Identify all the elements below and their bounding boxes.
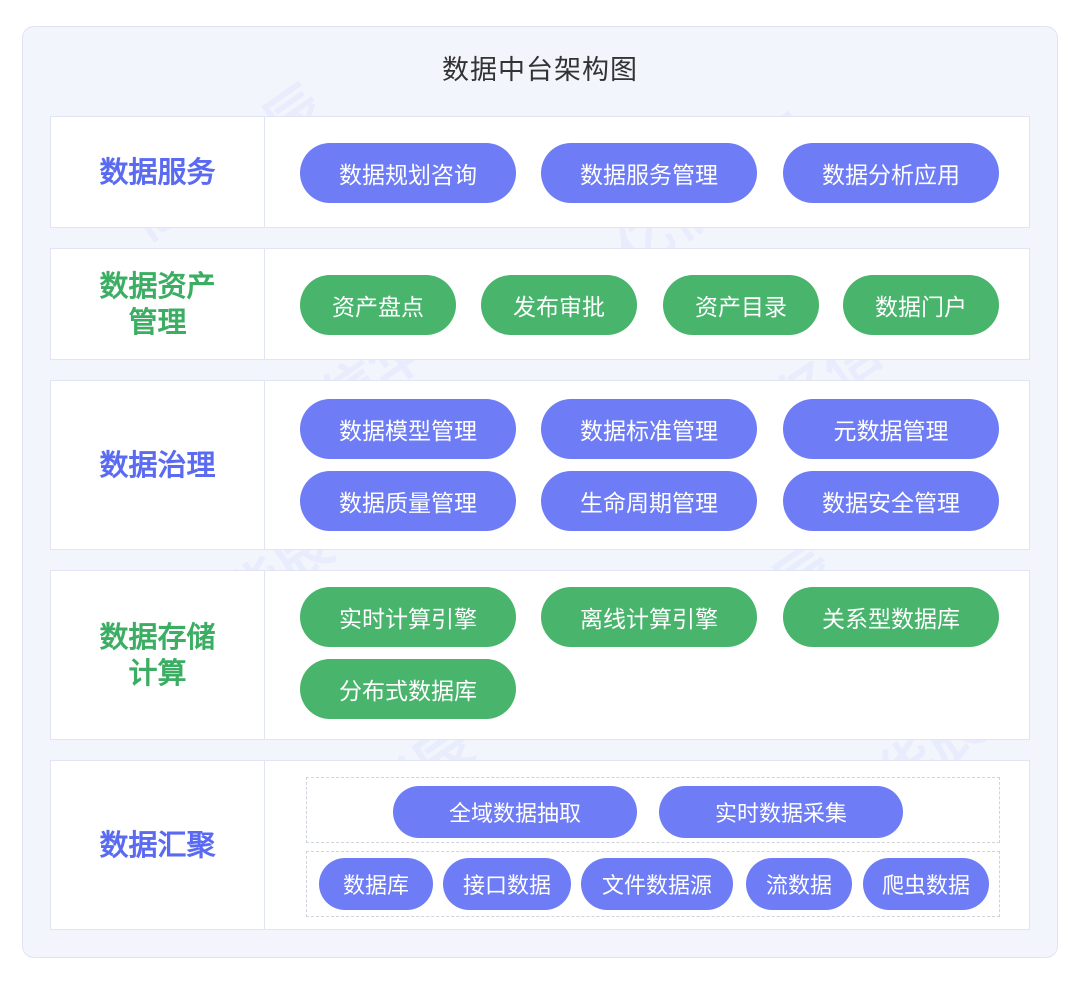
data-source: 数据库 <box>319 858 433 910</box>
aggregation-method: 实时数据采集 <box>659 786 903 838</box>
asset-item: 发布审批 <box>481 275 637 335</box>
storage-item: 关系型数据库 <box>783 587 999 647</box>
data-sources-group <box>306 851 1000 917</box>
layer-data-storage-computing: 数据存储计算 实时计算引擎 离线计算引擎 关系型数据库 分布式数据库 <box>50 570 1030 740</box>
service-item: 数据规划咨询 <box>300 143 516 203</box>
storage-item: 实时计算引擎 <box>300 587 516 647</box>
service-item: 数据服务管理 <box>541 143 757 203</box>
layer-label: 数据服务 <box>51 117 265 227</box>
diagram-title: 数据中台架构图 <box>442 55 638 86</box>
data-source: 接口数据 <box>443 858 571 910</box>
asset-item: 资产目录 <box>663 275 819 335</box>
governance-item: 元数据管理 <box>783 399 999 459</box>
governance-item: 数据质量管理 <box>300 471 516 531</box>
storage-item: 离线计算引擎 <box>541 587 757 647</box>
aggregation-methods-group <box>306 777 1000 843</box>
layer-data-service: 数据服务 数据规划咨询 数据服务管理 数据分析应用 <box>50 116 1030 228</box>
layer-data-aggregation: 数据汇聚 全域数据抽取 实时数据采集 数据库 接口数据 文件数据源 流数据 爬虫… <box>50 760 1030 930</box>
aggregation-method: 全域数据抽取 <box>393 786 637 838</box>
governance-item: 生命周期管理 <box>541 471 757 531</box>
layer-data-governance: 数据治理 数据模型管理 数据标准管理 元数据管理 数据质量管理 生命周期管理 数… <box>50 380 1030 550</box>
service-item: 数据分析应用 <box>783 143 999 203</box>
layer-label-text: 数据存储计算 <box>99 620 216 690</box>
storage-item: 分布式数据库 <box>300 659 516 719</box>
governance-item: 数据标准管理 <box>541 399 757 459</box>
layer-label: 数据汇聚 <box>51 761 265 929</box>
governance-item: 数据模型管理 <box>300 399 516 459</box>
governance-item: 数据安全管理 <box>783 471 999 531</box>
asset-item: 数据门户 <box>843 275 999 335</box>
layer-label-text: 数据资产管理 <box>99 269 216 339</box>
layer-label: 数据存储计算 <box>51 571 265 739</box>
data-source: 爬虫数据 <box>863 858 989 910</box>
layer-data-asset-management: 数据资产管理 资产盘点 发布审批 资产目录 数据门户 <box>50 248 1030 360</box>
layer-label: 数据资产管理 <box>51 249 265 359</box>
data-source: 文件数据源 <box>581 858 733 910</box>
layer-label: 数据治理 <box>51 381 265 549</box>
data-source: 流数据 <box>746 858 852 910</box>
asset-item: 资产盘点 <box>300 275 456 335</box>
